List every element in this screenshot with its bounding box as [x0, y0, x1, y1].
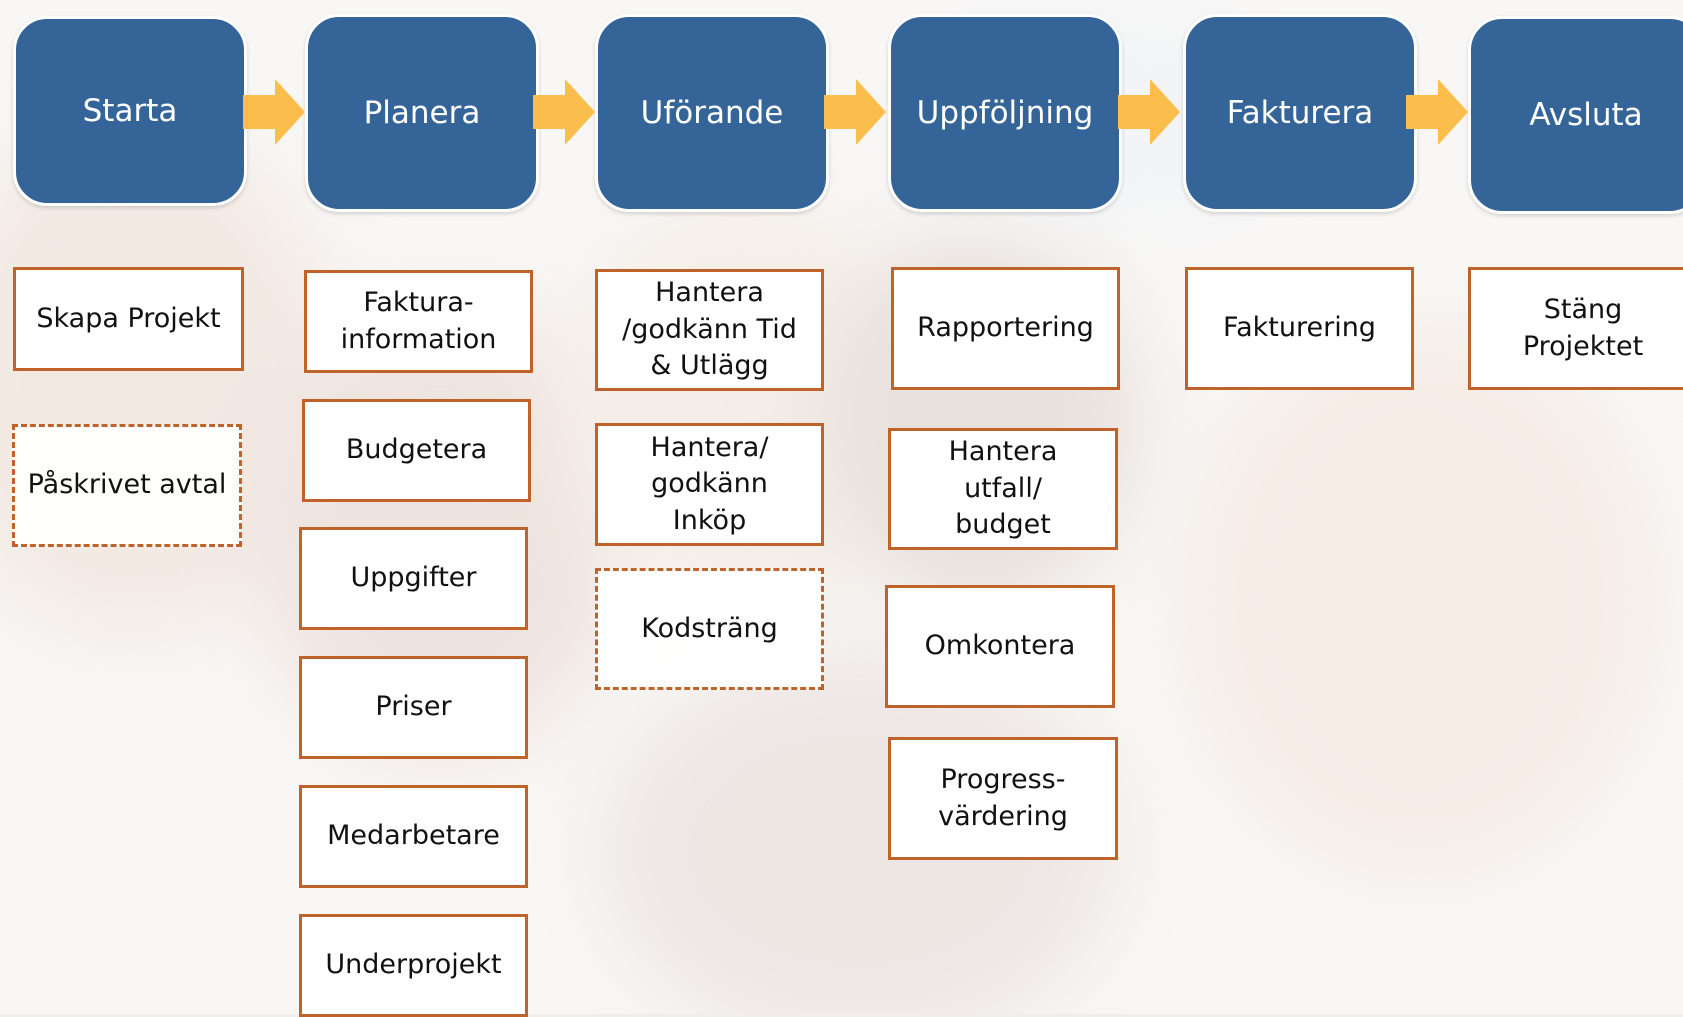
right-arrow-icon	[824, 79, 886, 145]
task-box: Faktura- information	[304, 270, 533, 373]
task-label: Rapportering	[917, 312, 1094, 344]
phase-label: Planera	[363, 95, 481, 131]
task-box: Stäng Projektet	[1468, 267, 1683, 390]
task-label: Underprojekt	[325, 949, 502, 981]
task-box: Omkontera	[885, 585, 1115, 708]
task-box: Budgetera	[302, 399, 531, 502]
phase-avsluta: Avsluta	[1468, 16, 1683, 214]
task-label: Omkontera	[924, 630, 1076, 662]
task-label: Faktura- information	[340, 287, 497, 355]
task-box: Medarbetare	[299, 785, 528, 888]
task-label: Fakturering	[1223, 312, 1376, 344]
task-label: Priser	[375, 691, 452, 723]
task-box: Rapportering	[891, 267, 1120, 390]
task-label: Budgetera	[345, 434, 488, 466]
task-label: Uppgifter	[350, 562, 477, 594]
task-label: Hantera /godkänn Tid & Utlägg	[622, 277, 797, 382]
task-box: Progress- värdering	[888, 737, 1118, 860]
phase-label: Fakturera	[1226, 95, 1374, 131]
task-box: Hantera/ godkänn Inköp	[595, 423, 824, 546]
task-label: Skapa Projekt	[36, 302, 221, 334]
task-box-optional: Kodsträng	[595, 568, 824, 690]
phase-label: Avsluta	[1529, 97, 1643, 133]
task-box: Uppgifter	[299, 527, 528, 630]
phase-planera: Planera	[305, 14, 539, 212]
right-arrow-icon	[533, 79, 595, 145]
task-box: Underprojekt	[299, 914, 528, 1017]
task-label: Påskrivet avtal	[27, 469, 227, 501]
phase-starta: Starta	[13, 16, 247, 206]
phase-utforande: Uförande	[595, 14, 829, 212]
task-box: Priser	[299, 656, 528, 759]
right-arrow-icon	[1118, 79, 1180, 145]
task-label: Progress- värdering	[938, 764, 1068, 832]
phase-fakturera: Fakturera	[1183, 14, 1417, 212]
phase-uppfoljning: Uppföljning	[888, 14, 1122, 212]
right-arrow-icon	[243, 79, 305, 145]
right-arrow-icon	[1406, 79, 1468, 145]
phase-label: Uppföljning	[916, 95, 1094, 131]
task-label: Hantera/ godkänn Inköp	[650, 431, 769, 536]
task-label: Hantera utfall/ budget	[948, 436, 1058, 541]
task-label: Stäng Projektet	[1522, 294, 1644, 362]
task-label: Kodsträng	[641, 612, 778, 644]
phase-label: Uförande	[640, 95, 784, 131]
task-box: Skapa Projekt	[13, 267, 244, 371]
task-box: Fakturering	[1185, 267, 1414, 390]
task-box-optional: Påskrivet avtal	[12, 424, 242, 547]
task-box: Hantera /godkänn Tid & Utlägg	[595, 269, 824, 391]
phase-label: Starta	[82, 93, 178, 129]
task-label: Medarbetare	[327, 820, 500, 852]
task-box: Hantera utfall/ budget	[888, 428, 1118, 550]
